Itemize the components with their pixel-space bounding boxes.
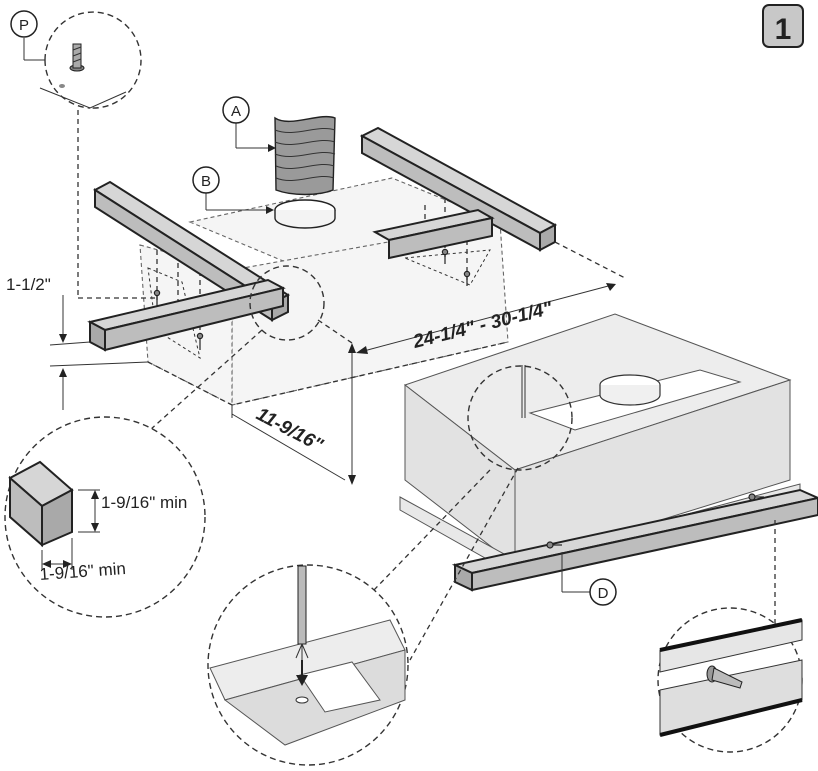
wood-board-back <box>359 126 558 252</box>
step-badge: 1 <box>762 4 804 48</box>
screw-icon <box>69 43 85 72</box>
callout-a: A <box>222 96 250 124</box>
wood-board-icon <box>8 460 74 548</box>
dim-offset: 1-1/2" <box>6 275 51 294</box>
callout-b: B <box>192 166 220 194</box>
callout-p: P <box>10 10 38 38</box>
step-number: 1 <box>775 13 792 46</box>
screw-icon <box>706 665 743 689</box>
dim-board-height: 1-9/16" min <box>101 493 187 512</box>
svg-text:P: P <box>19 17 29 34</box>
drill-bit-icon <box>295 565 309 660</box>
hood-right <box>399 313 801 576</box>
svg-text:A: A <box>231 103 241 120</box>
svg-text:B: B <box>201 173 211 190</box>
callout-d: D <box>589 578 617 606</box>
detail-screw-board <box>657 607 803 753</box>
svg-text:D: D <box>598 585 609 602</box>
duct-collar-icon <box>274 199 336 229</box>
zoom-marker <box>249 265 325 341</box>
screw-icon <box>546 493 764 549</box>
dimension-lines <box>49 241 626 485</box>
detail-p <box>39 11 142 109</box>
detail-board <box>4 416 206 618</box>
zoom-marker-right <box>467 365 573 471</box>
flexible-duct-icon <box>274 116 336 196</box>
detail-drill <box>207 564 409 766</box>
dim-depth: 11-9/16" <box>253 404 327 457</box>
wood-board-front <box>93 180 291 322</box>
wood-board-cross-right <box>372 208 495 260</box>
wood-board-cross-left <box>87 278 286 352</box>
